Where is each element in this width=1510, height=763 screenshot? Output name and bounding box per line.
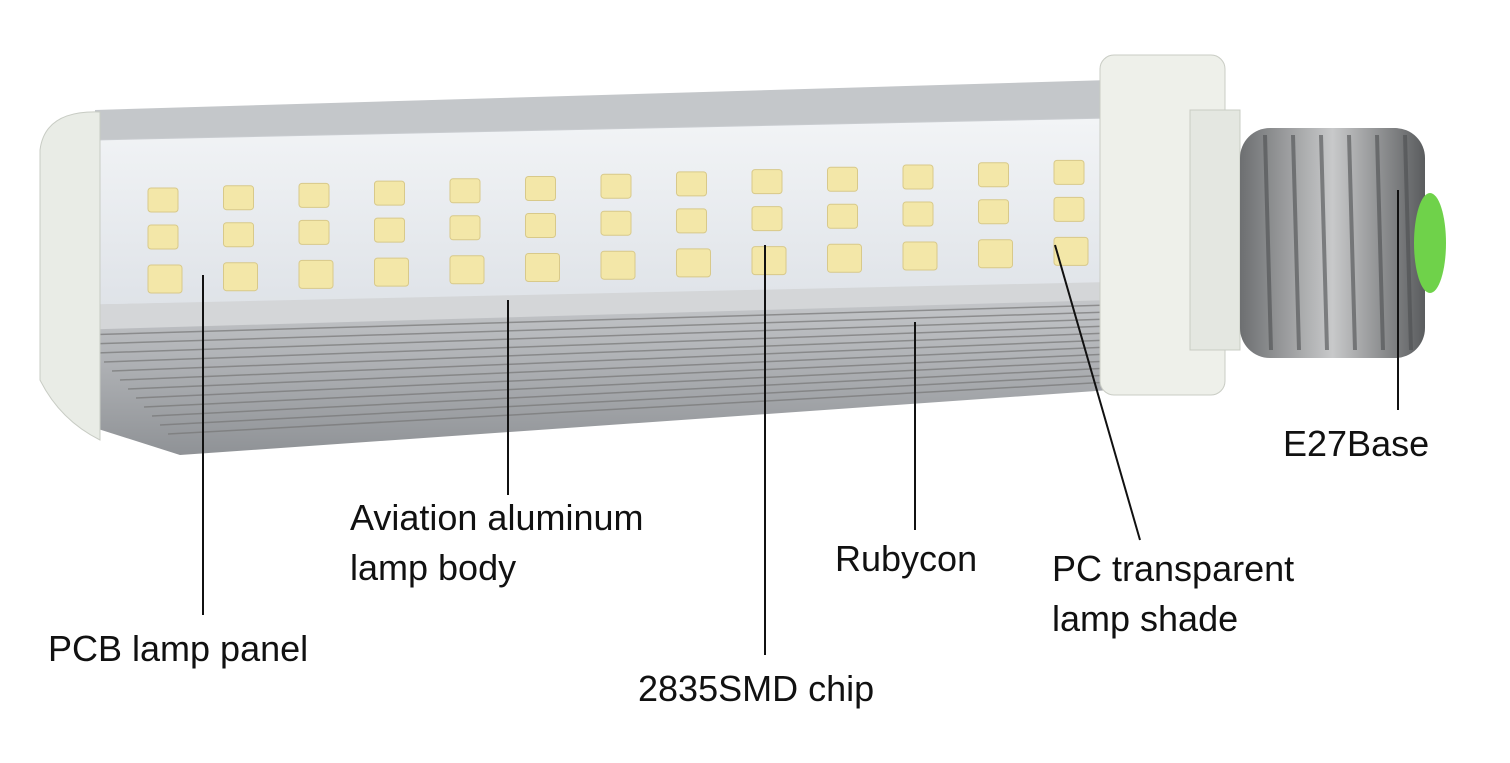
smd-led-chip: [751, 246, 787, 276]
smd-led-chip: [147, 224, 179, 250]
heat-sink-fin: [127, 346, 1111, 390]
screw-thread: [1263, 134, 1273, 351]
label-e27-base: E27Base: [1283, 423, 1430, 464]
smd-led-chip: [978, 239, 1013, 269]
smd-led-chip: [978, 162, 1009, 188]
smd-led-chip: [600, 250, 636, 280]
screw-thread: [1375, 134, 1385, 351]
smd-led-chip: [827, 166, 858, 192]
smd-led-chip: [449, 178, 481, 204]
smd-led-chip: [525, 176, 556, 201]
smd-led-chip: [978, 199, 1009, 225]
smd-led-chip: [525, 253, 560, 282]
smd-led-chip: [223, 185, 254, 211]
leader-pc-shade: [1054, 244, 1141, 541]
smd-led-chip: [525, 213, 556, 238]
screw-thread: [1403, 134, 1413, 351]
smd-led-chip: [600, 210, 632, 236]
smd-led-chip: [751, 206, 783, 232]
heat-sink-fin: [103, 325, 1111, 363]
smd-led-chip: [676, 171, 707, 197]
smd-led-chip: [374, 257, 409, 287]
smd-led-chip: [1053, 236, 1089, 266]
smd-led-chip: [600, 173, 632, 199]
heat-sink-fin: [79, 304, 1111, 336]
smd-led-chip: [147, 187, 179, 213]
screw-thread: [1319, 134, 1329, 351]
label-pcb-lamp-panel: PCB lamp panel: [48, 628, 309, 669]
heat-sink-fin: [95, 318, 1111, 354]
smd-led-chip: [902, 164, 934, 190]
label-rubycon: Rubycon: [835, 538, 978, 579]
screw-thread: [1291, 134, 1301, 351]
label-aviation-line2: lamp body: [350, 547, 517, 588]
base-contact: [1414, 193, 1446, 293]
smd-led-chip: [827, 203, 858, 229]
smd-led-chip: [1053, 196, 1085, 222]
smd-led-chip: [902, 241, 938, 271]
label-pc-line1: PC transparent: [1052, 548, 1295, 589]
smd-led-chip: [223, 222, 254, 248]
heat-sink-fin: [119, 339, 1111, 381]
heat-sink-fin: [167, 381, 1111, 435]
label-aviation-line1: Aviation aluminum: [350, 497, 644, 538]
smd-led-chip: [676, 208, 707, 234]
smd-led-chip: [1053, 159, 1085, 185]
left-end-cap: [39, 111, 101, 441]
smd-led-chip: [751, 169, 783, 195]
smd-led-chip: [298, 182, 330, 208]
smd-led-chip: [223, 262, 258, 292]
smd-led-chip: [902, 201, 934, 227]
smd-led-chip: [298, 219, 330, 245]
smd-led-chip: [449, 255, 485, 285]
heat-sink-fin: [151, 367, 1111, 417]
heat-sink-fin: [87, 311, 1111, 345]
smd-led-chip: [374, 217, 405, 243]
heat-sink-fin: [135, 353, 1111, 399]
front-rail: [70, 282, 1110, 330]
heat-sink-fin: [111, 332, 1111, 372]
smd-led-chip: [298, 259, 334, 289]
smd-led-chip: [374, 180, 405, 206]
label-pc-line2: lamp shade: [1052, 598, 1239, 639]
smd-led-chip: [147, 264, 183, 294]
label-smd-chip: 2835SMD chip: [638, 668, 875, 709]
screw-thread: [1347, 134, 1357, 351]
heat-sink-fin: [143, 360, 1111, 408]
smd-led-chip: [827, 243, 862, 273]
smd-led-chip: [676, 248, 711, 278]
heat-sink-fin: [159, 374, 1111, 426]
smd-led-chip: [449, 215, 481, 241]
